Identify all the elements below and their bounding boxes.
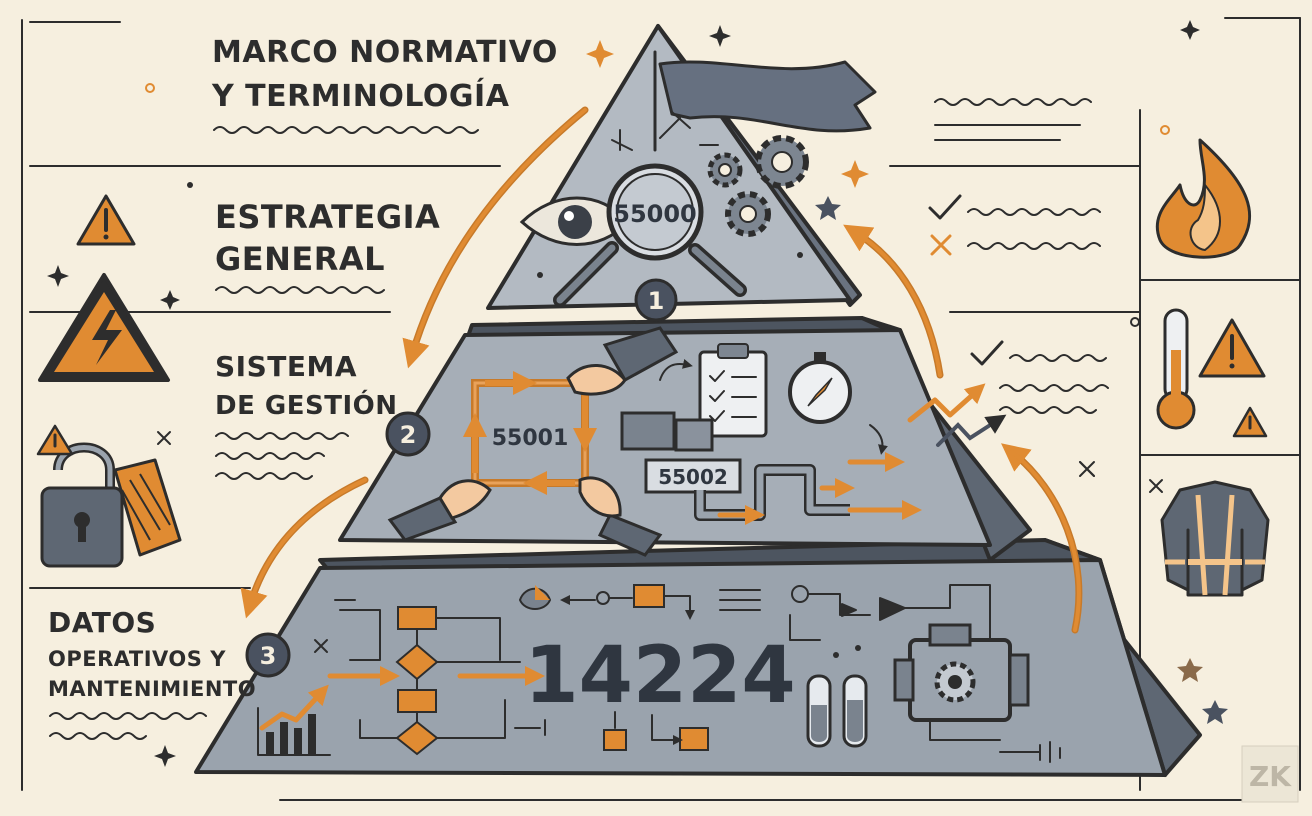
arrow-marks-icon [611,111,719,151]
svg-text:DE GESTIÓN: DE GESTIÓN [215,389,398,421]
label-55002: 55002 [644,458,742,494]
fire-icon [1155,138,1252,259]
badge-level-3: 3 [245,632,291,678]
svg-text:ESTRATEGIA: ESTRATEGIA [215,198,440,236]
svg-text:ZK: ZK [1249,760,1292,793]
svg-text:MARCO NORMATIVO: MARCO NORMATIVO [212,35,558,70]
circuit-icon [789,584,1061,763]
label-level-2: SISTEMA DE GESTIÓN [215,350,398,480]
motor-icon [893,623,1030,741]
safety-jacket-icon [1160,480,1270,597]
right-warning-icon [1198,318,1268,438]
thermometer-icon [1156,308,1196,430]
process-loop-icon [463,371,597,495]
right-x-marks [1149,479,1163,493]
flag-icon [653,50,877,152]
svg-text:2: 2 [400,421,417,449]
svg-text:55002: 55002 [658,465,728,489]
standard-55000: 55000 [613,200,697,228]
svg-text:3: 3 [260,642,277,670]
clipboard-icon [698,343,768,438]
header-title: MARCO NORMATIVO Y TERMINOLOGÍA [211,35,558,134]
watermark-logo: ZK [1241,745,1299,803]
right-notes [928,98,1109,477]
electrical-hazard-icon [38,273,170,382]
hands-icon [387,326,679,557]
flowchart-icon [327,599,545,756]
compass-icon [788,352,852,424]
small-warning-icon [36,424,74,456]
warning-sign-icon [76,194,136,246]
svg-text:SISTEMA: SISTEMA [215,350,357,383]
badge-level-2: 2 [385,411,431,457]
eye-icon [519,196,631,246]
label-level-1: ESTRATEGIA GENERAL [215,198,440,294]
svg-text:MANTENIMIENTO: MANTENIMIENTO [48,677,256,701]
modules-icon [620,359,714,452]
test-tubes-icon [806,645,868,748]
badge-level-1: 1 [634,278,678,322]
sparkle-icons [47,20,1228,767]
standard-14224: 14224 [524,631,795,721]
svg-text:GENERAL: GENERAL [215,240,385,278]
gear-icon [707,135,809,237]
svg-text:DATOS: DATOS [48,606,156,639]
magnifier-icon [553,163,747,307]
pipes-icon [694,424,922,525]
flow-top-icon [514,584,761,751]
svg-text:Y TERMINOLOGÍA: Y TERMINOLOGÍA [211,78,510,114]
standard-55001: 55001 [492,426,569,451]
svg-text:OPERATIVOS Y: OPERATIVOS Y [48,647,226,671]
svg-text:1: 1 [648,287,665,315]
cycle-arrows [240,106,1083,634]
label-level-3: DATOS OPERATIVOS Y MANTENIMIENTO [48,606,256,740]
bar-chart-icon [257,684,331,756]
lock-tag-icon [40,442,182,568]
